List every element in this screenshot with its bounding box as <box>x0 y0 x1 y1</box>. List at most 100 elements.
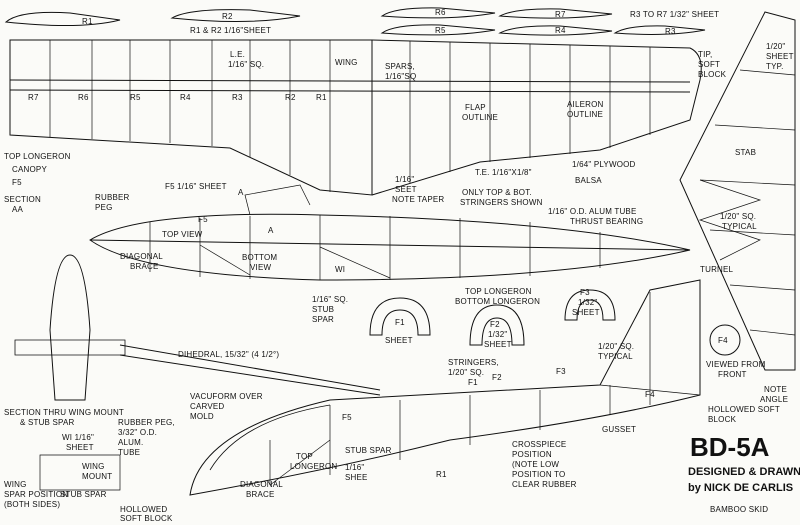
spars-size-label: 1/16"SQ <box>385 72 417 81</box>
crosspiece-label: CROSSPIECE <box>512 440 567 449</box>
dihedral-label: DIHEDRAL, 15/32" (4 1/2°) <box>178 350 280 359</box>
rib-r3 <box>613 25 706 35</box>
stab-label: STAB <box>735 148 757 157</box>
f3-label: F3 <box>580 288 590 297</box>
rib-r6 <box>380 7 496 19</box>
designer-line-2: by NICK DE CARLIS <box>688 482 794 494</box>
wing-r3-label: R3 <box>232 93 243 102</box>
bamboo-skid-label: BAMBOO SKID <box>710 505 769 514</box>
rib-r2-label: R2 <box>222 12 233 21</box>
top-view-label: TOP VIEW <box>162 230 203 239</box>
stringers-label: STRINGERS, <box>448 358 499 367</box>
wing-right-half <box>371 39 702 196</box>
both-sides-label: (BOTH SIDES) <box>4 500 61 509</box>
a-label-1: A <box>238 188 244 197</box>
top-label: TOP <box>296 452 313 461</box>
former-f4 <box>709 324 741 356</box>
section-wing-mount <box>39 454 121 491</box>
w1-sheet-label: WI 1/16" <box>62 433 95 442</box>
longeron-label: LONGERON <box>290 462 338 471</box>
seet-label: SEET <box>395 185 417 194</box>
rib-r1r2-note: R1 & R2 1/16"SHEET <box>190 26 272 35</box>
position-label: POSITION <box>512 450 552 459</box>
aileron-label: AILERON <box>567 100 604 109</box>
front-view-fuselage <box>49 254 91 401</box>
wing-mount-label: WING <box>82 462 105 471</box>
f1-side-label: F1 <box>468 378 478 387</box>
designer-line-1: DESIGNED & DRAWN <box>688 466 800 478</box>
stab-outline <box>679 11 796 371</box>
wing-r5-label: R5 <box>130 93 141 102</box>
thrust-bearing-label: THRUST BEARING <box>570 217 644 226</box>
rib-r1 <box>4 11 121 27</box>
stub-spar-label: SPAR <box>312 315 334 324</box>
shee-label: SHEE <box>345 473 368 482</box>
le-size-label: 1/16" SQ. <box>228 60 265 69</box>
wing-label: WING <box>335 58 358 67</box>
rib-r7-label: R7 <box>555 10 566 19</box>
bottom-longeron-label: BOTTOM LONGERON <box>455 297 541 306</box>
rib-r3-r7-note: R3 TO R7 1/32" SHEET <box>630 10 720 19</box>
position-to-label: POSITION TO <box>512 470 566 479</box>
turnel-label: TURNEL <box>700 265 734 274</box>
former-f3 <box>564 289 616 321</box>
r1-side-label: R1 <box>436 470 447 479</box>
rib-r4-label: R4 <box>555 26 566 35</box>
stub-sq-label: 1/16" SQ. <box>312 295 349 304</box>
flap-label: FLAP <box>465 103 486 112</box>
diag-brace-label: DIAGONAL <box>120 252 163 261</box>
note-low-label: (NOTE LOW <box>512 460 560 469</box>
wing-r7-label: R7 <box>28 93 39 102</box>
wing-r4-label: R4 <box>180 93 191 102</box>
rubber-peg-5-label: TUBE <box>118 448 141 457</box>
front-label: FRONT <box>718 370 747 379</box>
sq-typical-label: 1/20" SQ. <box>598 342 635 351</box>
f1-sheet-label: SHEET <box>385 336 413 345</box>
tip-label: TIP, <box>698 50 713 59</box>
stub-spar-bottom-label: STUB SPAR <box>60 490 107 499</box>
stab-typical-label: TYPICAL <box>722 222 757 231</box>
sheet-116c-label: 1/16" <box>345 463 365 472</box>
section-thru-label: SECTION THRU WING MOUNT <box>4 408 125 417</box>
diagonal-label: DIAGONAL <box>240 480 283 489</box>
stub-spar-section-label: & STUB SPAR <box>20 418 75 427</box>
w1-sheet-label-2: SHEET <box>66 443 94 452</box>
f4-label: F4 <box>718 336 728 345</box>
wing-r1-label: R1 <box>316 93 327 102</box>
a-label-2: A <box>268 226 274 235</box>
w1-label: WI <box>335 265 346 274</box>
f3-side-label: F3 <box>556 367 566 376</box>
sheet-typ-label-2: SHEET <box>766 52 794 61</box>
gusset-label: GUSSET <box>602 425 637 434</box>
rubber-peg-label: RUBBER <box>95 193 130 202</box>
stab-sq-label: 1/20" SQ. <box>720 212 757 221</box>
f2-sheet-label: SHEET <box>484 340 512 349</box>
hollowed-label: HOLLOWED SOFT <box>708 405 780 414</box>
flap-label-2: OUTLINE <box>462 113 499 122</box>
note-label: NOTE <box>764 385 788 394</box>
rib-r3-label: R3 <box>665 27 676 36</box>
tip-label-2: SOFT <box>698 60 721 69</box>
rubber-peg-3-label: 3/32" O.D. <box>118 428 158 437</box>
section-label: SECTION <box>4 195 41 204</box>
rib-r6-label: R6 <box>435 8 446 17</box>
sheet-typ-label: 1/20" <box>766 42 786 51</box>
le-label: L.E. <box>230 50 246 59</box>
rib-r4 <box>498 25 613 36</box>
sheet-typ-label-3: TYP. <box>766 62 784 71</box>
rib-r5 <box>380 24 496 36</box>
wing-spar-label: WING <box>4 480 27 489</box>
model-title: BD-5A <box>690 432 770 462</box>
bottom-view-label: BOTTOM <box>242 253 278 262</box>
plywood-label: 1/64" PLYWOOD <box>572 160 636 169</box>
vacuform-label: VACUFORM OVER <box>190 392 263 401</box>
stub-spar-2-label: STUB SPAR <box>345 446 392 455</box>
balsa-label: BALSA <box>575 176 602 185</box>
angle-label: ANGLE <box>760 395 789 404</box>
wing-left-half <box>9 39 373 196</box>
f3-sheet-label: SHEET <box>572 308 600 317</box>
canopy-label: CANOPY <box>12 165 47 174</box>
f1-label: F1 <box>395 318 405 327</box>
rubber-peg-2-label: RUBBER PEG, <box>118 418 175 427</box>
